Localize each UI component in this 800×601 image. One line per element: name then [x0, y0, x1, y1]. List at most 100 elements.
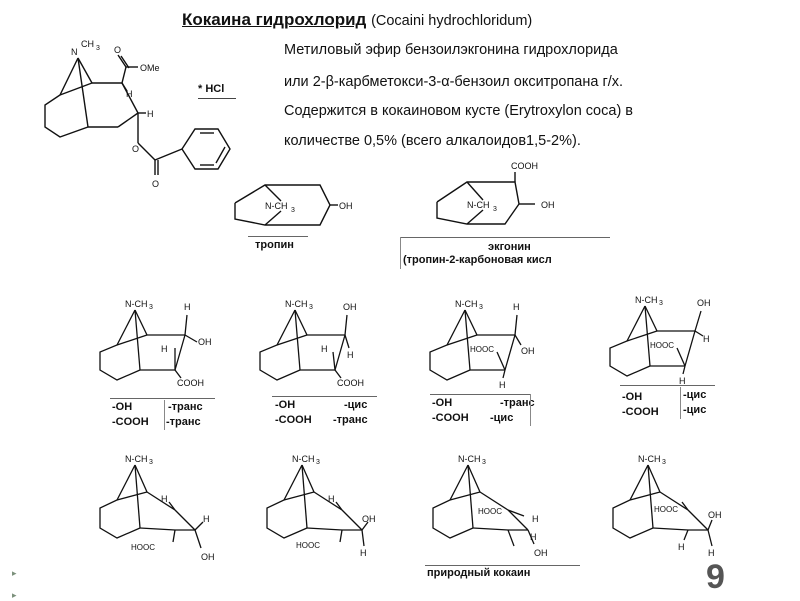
iso-1-lab1b: -транс: [168, 401, 203, 413]
iso-sub-b: H: [703, 334, 710, 344]
iso-sub: 3: [662, 459, 666, 466]
isomer-2-2: N-CH 3 H OH HOOC H: [266, 454, 376, 558]
iso-n: N-CH: [125, 299, 148, 309]
isomer-1-1: N-CH 3 H OH H COOH: [99, 299, 212, 388]
title-latin: (Cocaini hydrochloridum): [371, 13, 533, 29]
iso-sub-a: HOOC: [478, 507, 502, 516]
iso-4-divider: [680, 387, 681, 419]
main-o-ester: O: [132, 144, 139, 154]
iso-sub-b: OH: [708, 510, 722, 520]
iso-1-lab2a: -COOH: [112, 416, 149, 428]
iso-1-bracket: [110, 398, 215, 399]
description-line-4: количестве 0,5% (всего алкалоидов1,5-2%)…: [284, 133, 581, 149]
iso-sub-a: HOOC: [654, 505, 678, 514]
main-h1: H: [126, 89, 133, 99]
iso-2-bracket: [272, 396, 377, 397]
ecgonine-structure: N-CH 3 OH COOH: [436, 161, 555, 225]
iso-sub-d: COOH: [337, 378, 364, 388]
isomer-2-4: N-CH 3 HOOC OH H H: [612, 454, 722, 558]
main-h2: H: [147, 109, 154, 119]
natural-cocaine-label: природный кокаин: [427, 567, 531, 579]
description-line-1: Метиловый эфир бензоилэкгонина гидрохлор…: [284, 42, 618, 58]
iso-sub-c: H: [161, 344, 168, 354]
tropine-sub3: 3: [291, 207, 295, 214]
ecgonine-bracket-side: [400, 237, 401, 269]
iso-sub: 3: [309, 304, 313, 311]
iso-n: N-CH: [455, 299, 478, 309]
main-o-benzoyl: O: [152, 179, 159, 189]
iso-4-lab1b: -цис: [683, 389, 707, 401]
iso-4-bracket: [620, 385, 715, 386]
ecgonine-label-2: (тропин-2-карбоновая кисл: [403, 254, 552, 266]
iso-sub-b: H: [532, 514, 539, 524]
iso-sub-b: H: [203, 514, 210, 524]
iso-2-lab2b: -транс: [333, 414, 368, 426]
iso-sub-b: OH: [362, 514, 376, 524]
iso-sub-a: H: [328, 494, 335, 504]
iso-4-lab2a: -COOH: [622, 406, 659, 418]
iso-1-lab1a: -OH: [112, 401, 133, 413]
iso-2-lab2a: -COOH: [275, 414, 312, 426]
iso-sub-d: H: [708, 548, 715, 558]
iso-sub-d: H: [499, 380, 506, 390]
iso-3-lab2a: -COOH: [432, 412, 469, 424]
iso-sub-d: OH: [201, 552, 215, 562]
hcl-underline: [198, 98, 236, 99]
iso-n: N-CH: [638, 454, 661, 464]
iso-sub-a: OH: [697, 298, 711, 308]
tropine-bracket: [248, 236, 308, 237]
slide-title: Кокаина гидрохлорид (Cocaini hydrochlori…: [182, 10, 532, 30]
iso-n: N-CH: [635, 295, 658, 305]
iso-sub: 3: [482, 459, 486, 466]
iso-1-lab2b: -транс: [166, 416, 201, 428]
nav-arrow-icon[interactable]: ▸: [12, 590, 17, 600]
iso-sub: 3: [479, 304, 483, 311]
iso-sub-a: OH: [343, 302, 357, 312]
iso-sub-a: H: [161, 494, 168, 504]
ecgonine-nch3: N-CH: [467, 200, 490, 210]
tropine-oh: OH: [339, 201, 353, 211]
main-ch3-sub: 3: [96, 45, 100, 52]
iso-sub: 3: [149, 459, 153, 466]
description-line-2: или 2-β-карбметокси-3-α-бензоил окситроп…: [284, 74, 624, 90]
ecgonine-cooh: COOH: [511, 161, 538, 171]
cocaine-structure: N CH 3 O OMe H H O O: [44, 39, 231, 189]
isomer-2-3: N-CH 3 HOOC H H OH: [432, 454, 548, 558]
ecgonine-bracket: [400, 237, 610, 238]
iso-sub-b: H: [347, 350, 354, 360]
hcl-label: * HCl: [198, 83, 225, 95]
isomer-1-2: N-CH 3 OH H H COOH: [259, 299, 364, 388]
iso-sub-c: H: [321, 344, 328, 354]
ecgonine-sub3: 3: [493, 206, 497, 213]
iso-sub-b: OH: [198, 337, 212, 347]
iso-n: N-CH: [285, 299, 308, 309]
iso-2-lab1a: -OH: [275, 399, 296, 411]
iso-1-divider: [164, 400, 165, 430]
iso-4-lab1a: -OH: [622, 391, 643, 403]
iso-sub-b: OH: [521, 346, 535, 356]
iso-3-bracket: [430, 394, 530, 395]
nav-arrow-icon[interactable]: ▸: [12, 568, 17, 578]
ecgonine-oh: OH: [541, 200, 555, 210]
iso-3-lab2b: -цис: [490, 412, 514, 424]
iso-2-lab1b: -цис: [344, 399, 368, 411]
ecgonine-label-1: экгонин: [488, 241, 531, 253]
main-o-carbonyl: O: [114, 45, 121, 55]
isomer-1-4: N-CH 3 OH H HOOC H: [609, 295, 711, 386]
iso-sub: 3: [659, 300, 663, 307]
iso-sub-d: H: [360, 548, 367, 558]
iso-sub-a: H: [184, 302, 191, 312]
iso-4-lab2b: -цис: [683, 404, 707, 416]
main-n: N: [71, 47, 78, 57]
iso-n: N-CH: [292, 454, 315, 464]
iso-n: N-CH: [125, 454, 148, 464]
tropine-nch3: N-CH: [265, 201, 288, 211]
iso-sub-c: H: [678, 542, 685, 552]
iso-sub-d: H: [679, 376, 686, 386]
iso-sub: 3: [316, 459, 320, 466]
tropine-structure: N-CH 3 OH: [234, 184, 353, 226]
tropine-label: тропин: [255, 239, 294, 251]
iso-sub-c: HOOC: [650, 341, 674, 350]
description-line-3: Содержится в кокаиновом кусте (Erytroxyl…: [284, 103, 633, 119]
main-ome: OMe: [140, 63, 160, 73]
